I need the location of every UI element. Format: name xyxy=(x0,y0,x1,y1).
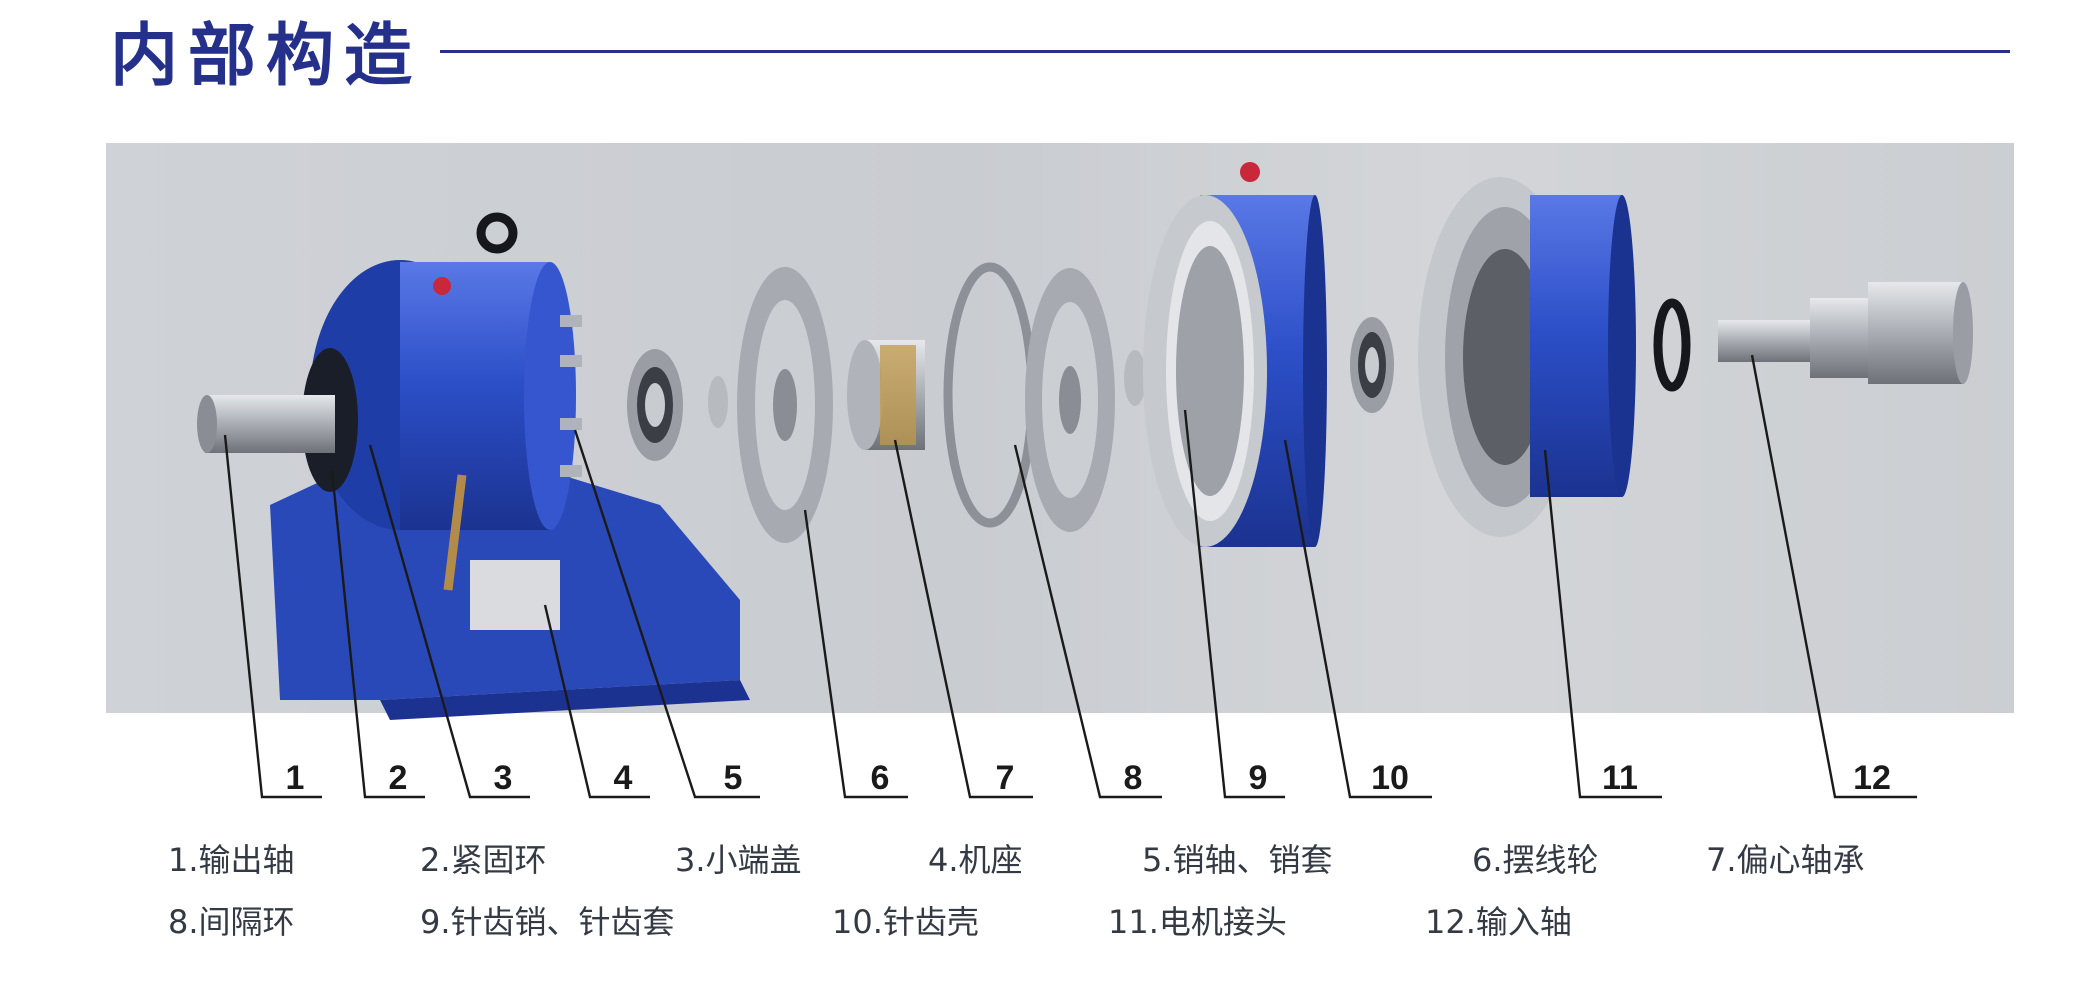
legend-item: 9.针齿销、针齿套 xyxy=(420,903,675,941)
legend-item: 7.偏心轴承 xyxy=(1706,841,1865,879)
leader-line-11 xyxy=(1543,449,1662,799)
legend-item: 11.电机接头 xyxy=(1108,903,1287,941)
pin-gear-housing xyxy=(1143,162,1327,547)
leader-line-7 xyxy=(893,439,1033,799)
output-bearing xyxy=(627,349,728,461)
leader-line-6 xyxy=(803,509,908,799)
input-shaft xyxy=(1718,282,1973,384)
leader-line-4 xyxy=(543,604,650,799)
callout-number: 12 xyxy=(1853,759,1891,797)
legend-item: 2.紧固环 xyxy=(420,841,547,879)
oil-seal xyxy=(1653,298,1691,392)
legend-item: 1.输出轴 xyxy=(168,841,295,879)
motor-adapter xyxy=(1418,177,1636,537)
spacer-ring xyxy=(943,262,1037,528)
callout-number: 11 xyxy=(1602,759,1638,797)
leader-line-1 xyxy=(223,434,322,799)
callout-number: 4 xyxy=(613,759,633,797)
callout-number: 6 xyxy=(870,759,890,797)
leader-lines xyxy=(223,354,1917,799)
cycloid-disc-rear xyxy=(1025,268,1146,532)
leader-line-8 xyxy=(1013,444,1162,799)
legend-item: 12.输入轴 xyxy=(1425,903,1572,941)
leader-line-5 xyxy=(573,429,760,799)
legend-item: 4.机座 xyxy=(928,841,1023,879)
callout-number: 5 xyxy=(723,759,743,797)
legend-item: 10.针齿壳 xyxy=(832,903,979,941)
page-title: 内部构造 xyxy=(110,17,423,96)
legend-item: 6.摆线轮 xyxy=(1472,841,1599,879)
callout-number: 9 xyxy=(1248,759,1268,797)
assembled-reducer xyxy=(197,212,750,720)
callout-number: 10 xyxy=(1371,759,1409,797)
cycloid-disc-front xyxy=(737,267,833,543)
leader-line-9 xyxy=(1183,409,1285,799)
callout-number: 8 xyxy=(1123,759,1143,797)
input-bearing xyxy=(1350,317,1394,413)
leader-line-12 xyxy=(1750,354,1917,799)
eccentric-bearing xyxy=(847,340,925,450)
legend-item: 5.销轴、销套 xyxy=(1142,841,1333,879)
callout-number: 2 xyxy=(388,759,408,797)
title-underline xyxy=(440,50,2010,53)
leader-line-2 xyxy=(330,469,425,799)
callout-number: 1 xyxy=(285,759,305,797)
leader-line-10 xyxy=(1283,439,1432,799)
callout-number: 7 xyxy=(995,759,1015,797)
legend-item: 3.小端盖 xyxy=(675,841,802,879)
legend-item: 8.间隔环 xyxy=(168,903,295,941)
callout-number: 3 xyxy=(493,759,513,797)
leader-line-3 xyxy=(368,444,530,799)
